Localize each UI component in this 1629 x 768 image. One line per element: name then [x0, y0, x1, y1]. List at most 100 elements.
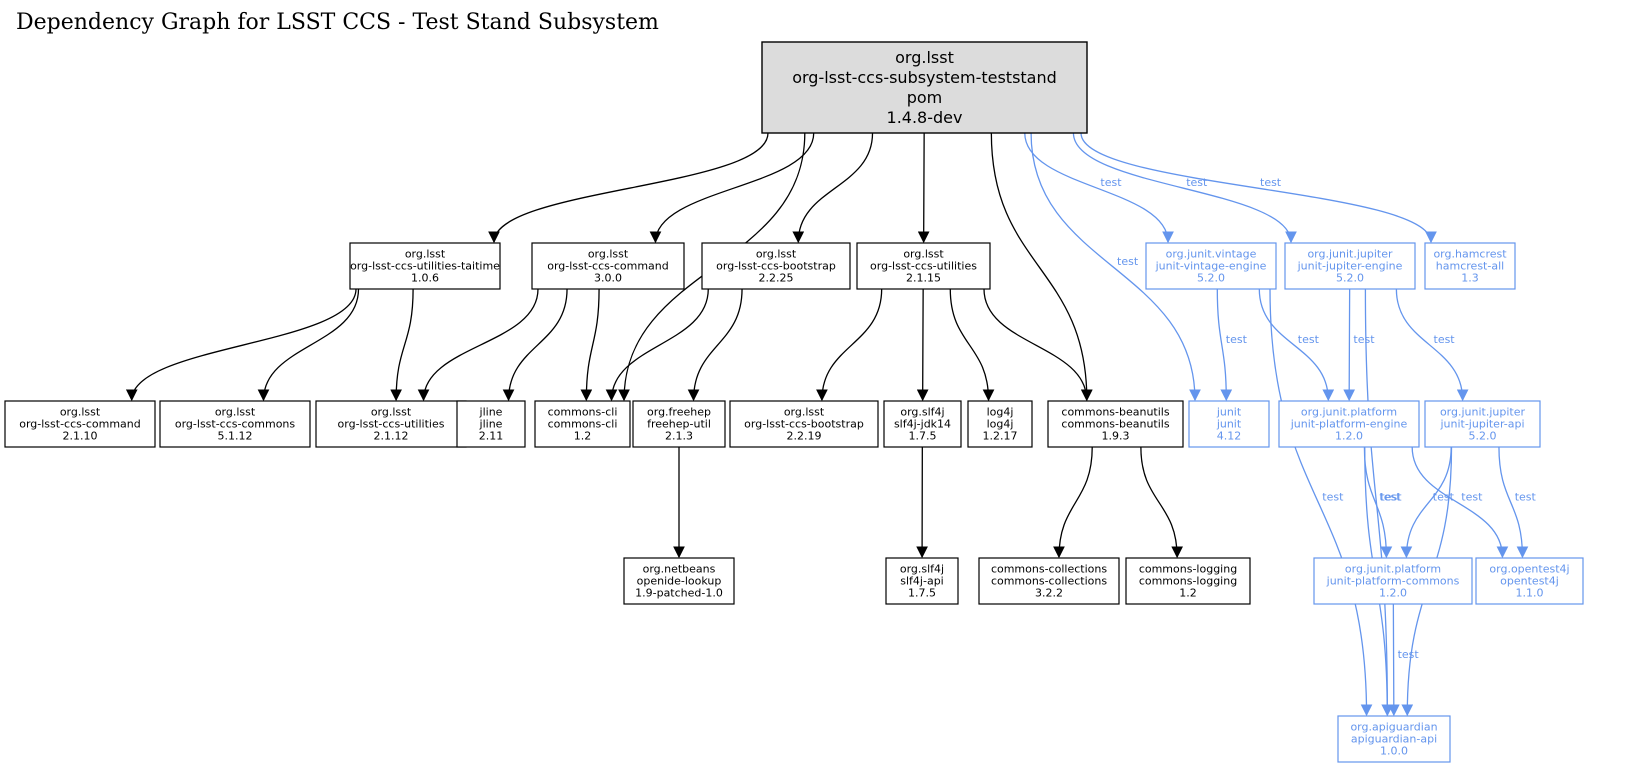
dependency-edge-beanutils-logging [1140, 446, 1183, 559]
node-label-line: org-lsst-ccs-subsystem-teststand [792, 68, 1057, 87]
dependency-edge-cmd300-cli [580, 288, 600, 402]
node-label-line: org.slf4j [900, 405, 944, 418]
node-label-line: 5.2.0 [1197, 271, 1225, 284]
node-label-line: commons-collections [991, 562, 1107, 575]
node-box-opentest [1475, 557, 1584, 605]
dependency-edge-boot2225-cli [605, 288, 709, 402]
edge-label-platcommons-apiguardian: test [1398, 648, 1420, 661]
node-plateng: org.junit.platformjunit-platform-engine1… [1278, 400, 1420, 448]
edge-label-vintage-apiguardian: test [1322, 491, 1344, 504]
node-box-freehep [632, 400, 726, 448]
node-label-line: commons-cli [548, 405, 618, 418]
node-box-boot2219 [729, 400, 879, 448]
node-root: org.lsstorg-lsst-ccs-subsystem-teststand… [761, 41, 1088, 134]
node-label-line: org-lsst-ccs-utilities [338, 417, 445, 430]
dependency-edge-plateng-opentest [1411, 446, 1509, 559]
node-label-line: org-lsst-ccs-bootstrap [716, 259, 836, 272]
dependency-edge-jupeng-plateng [1343, 288, 1356, 402]
node-box-boot2225 [701, 242, 851, 290]
dependency-edge-jupeng-apiguardian [1364, 288, 1394, 717]
node-taitime: org.lsstorg-lsst-ccs-utilities-taitime1.… [349, 242, 501, 290]
node-label-line: 2.2.25 [759, 271, 794, 284]
edge-label-plateng-platcommons: test [1379, 491, 1401, 504]
node-box-cmd2110 [4, 400, 156, 448]
node-box-collections [978, 557, 1120, 605]
node-label-line: commons-collections [991, 574, 1107, 587]
node-label-line: 1.7.5 [908, 586, 936, 599]
node-label-line: org.lsst [903, 247, 944, 260]
node-label-line: 5.2.0 [1469, 429, 1497, 442]
node-label-line: 3.2.2 [1035, 586, 1063, 599]
dependency-edge-root-util2115 [917, 132, 930, 244]
node-label-line: org.lsst [405, 247, 446, 260]
dependency-edge-platcommons-apiguardian [1387, 603, 1400, 717]
node-label-line: org.junit.platform [1345, 562, 1441, 575]
dependency-edge-beanutils-collections [1053, 446, 1093, 559]
dependency-edge-jupapi-platcommons [1400, 446, 1452, 559]
node-label-line: junit-jupiter-api [1439, 417, 1524, 430]
node-label-line: 1.9-patched-1.0 [635, 586, 723, 599]
node-label-line: 1.2 [1179, 586, 1197, 599]
node-label-line: 1.0.0 [1380, 744, 1408, 757]
dependency-edge-jupeng-jupapi [1395, 288, 1469, 402]
dependency-edge-root-hamcrest [1080, 132, 1437, 244]
node-label-line: org.junit.jupiter [1307, 247, 1393, 260]
dependency-edge-root-vintage [1024, 132, 1174, 244]
node-label-line: org.slf4j [900, 562, 944, 575]
edge-label-plateng-opentest: test [1461, 491, 1483, 504]
node-label-line: 2.11 [479, 429, 504, 442]
edge-label-vintage-plateng: test [1298, 333, 1320, 346]
node-box-jupapi [1424, 400, 1541, 448]
node-platcommons: org.junit.platformjunit-platform-commons… [1313, 557, 1473, 605]
node-box-root [761, 41, 1088, 134]
node-label-line: junit [1216, 405, 1242, 418]
node-box-hamcrest [1424, 242, 1516, 290]
node-box-cmd300 [531, 242, 685, 290]
edge-label-root-vintage: test [1100, 176, 1122, 189]
dependency-edge-root-cmd300 [649, 132, 815, 244]
node-label-line: log4j [987, 405, 1014, 418]
node-label-line: 1.2 [574, 429, 592, 442]
node-label-line: 2.1.10 [63, 429, 98, 442]
node-box-commons5112 [159, 400, 311, 448]
node-label-line: 2.1.12 [374, 429, 409, 442]
node-box-beanutils [1047, 400, 1184, 448]
edge-label-root-junit: test [1117, 255, 1139, 268]
node-vintage: org.junit.vintagejunit-vintage-engine5.2… [1145, 242, 1277, 290]
node-label-line: junit [1216, 417, 1242, 430]
node-label-line: 2.1.3 [665, 429, 693, 442]
dependency-edge-vintage-apiguardian [1269, 288, 1373, 717]
node-box-openide [623, 557, 735, 605]
node-label-line: 1.3 [1461, 271, 1479, 284]
node-label-line: 1.9.3 [1102, 429, 1130, 442]
node-label-line: slf4j-api [900, 574, 943, 587]
node-label-line: junit-platform-engine [1290, 417, 1408, 430]
node-label-line: org-lsst-ccs-utilities [870, 259, 977, 272]
dependency-edge-boot2225-freehep [687, 288, 743, 402]
dependency-edge-cmd300-jline [502, 288, 568, 402]
node-box-slf4jjdk [883, 400, 962, 448]
dependency-edge-root-junit [1030, 132, 1201, 402]
node-label-line: pom [907, 88, 943, 107]
node-label-line: apiguardian-api [1351, 732, 1437, 745]
dependency-edge-util2115-boot2219 [816, 288, 883, 402]
node-box-vintage [1145, 242, 1277, 290]
node-box-platcommons [1313, 557, 1473, 605]
node-label-line: commons-beanutils [1061, 405, 1169, 418]
node-box-util2112 [315, 400, 467, 448]
dependency-edge-util2115-beanutils [983, 288, 1093, 402]
nodes-layer: org.lsst org-lsst-ccs-subsystem-teststand… [4, 41, 1584, 763]
node-label-line: slf4j-jdk14 [894, 417, 951, 430]
node-label-line: org.junit.vintage [1166, 247, 1257, 260]
node-label-line: 2.2.19 [787, 429, 822, 442]
node-jupeng: org.junit.jupiterjunit-jupiter-engine5.2… [1284, 242, 1416, 290]
